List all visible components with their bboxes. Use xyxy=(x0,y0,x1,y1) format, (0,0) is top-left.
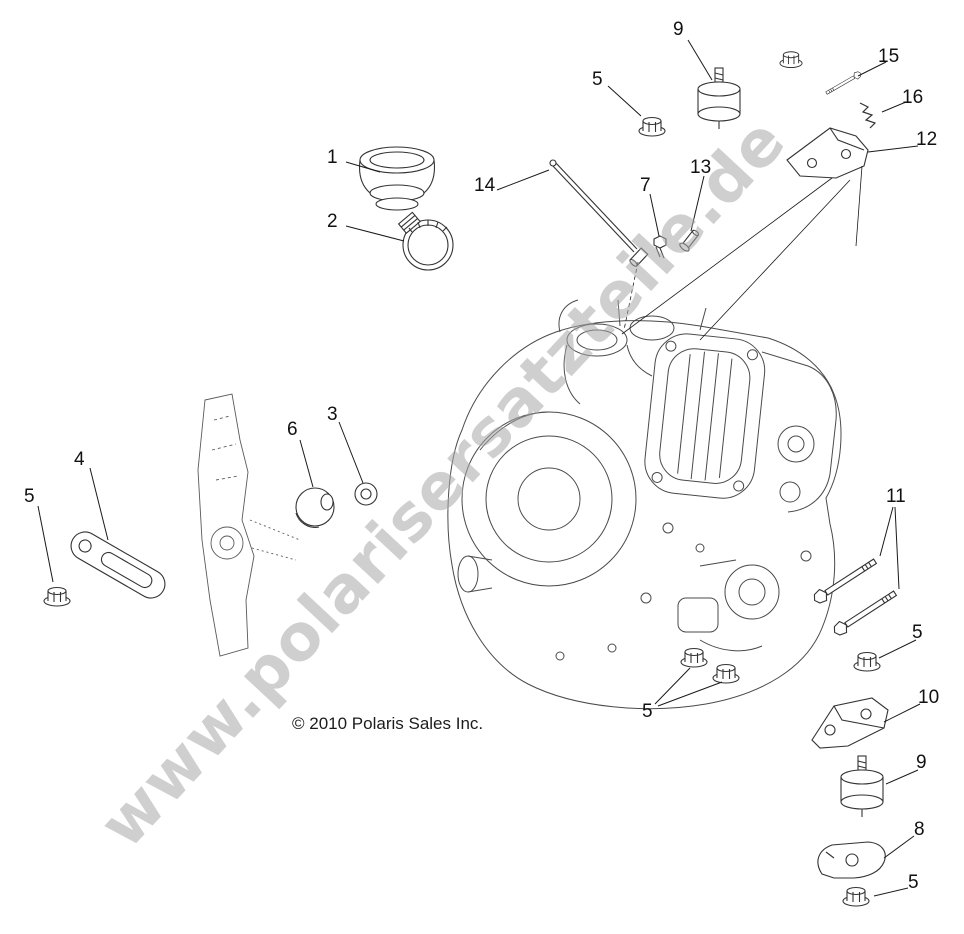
part-16-spring xyxy=(859,102,877,129)
callout-11: 11 xyxy=(886,486,906,507)
callout-7: 7 xyxy=(640,175,651,196)
part-5-nut-right xyxy=(853,651,881,672)
callout-8: 8 xyxy=(914,819,925,840)
part-10-bracket xyxy=(811,697,889,749)
callout-13: 13 xyxy=(690,157,712,178)
callout-1: 1 xyxy=(327,147,338,168)
part-7-bolt xyxy=(653,235,667,259)
part-6-mount xyxy=(295,487,335,528)
callout-14: 14 xyxy=(474,175,496,196)
part-5-nut-top xyxy=(638,116,666,137)
part-13-spacer xyxy=(679,229,700,252)
part-14-rod xyxy=(549,159,649,267)
part-4-bracket xyxy=(70,531,166,599)
callout-5-left: 5 xyxy=(24,486,35,507)
part-5-nut-bottom-a xyxy=(680,647,708,668)
callout-5-bottom-right: 5 xyxy=(908,872,919,893)
part-3-washer xyxy=(354,482,378,506)
leader-lines xyxy=(37,39,921,897)
part-12-bracket xyxy=(786,127,869,179)
part-1-intake-boot xyxy=(358,146,436,211)
callout-5-top: 5 xyxy=(592,69,603,90)
callout-12: 12 xyxy=(916,129,938,150)
part-5-nut-left xyxy=(43,586,71,607)
part-5-nut-bottom-right xyxy=(842,886,870,907)
part-15-bolt xyxy=(824,69,863,97)
callout-2: 2 xyxy=(327,211,338,232)
part-8-plate xyxy=(817,841,886,879)
part-11-bolts xyxy=(810,555,900,639)
engine-illustration xyxy=(447,299,842,710)
callout-5-right: 5 xyxy=(912,622,923,643)
callout-3: 3 xyxy=(327,404,338,425)
callout-9-bottom: 9 xyxy=(916,752,927,773)
part-9-nut-top xyxy=(779,51,803,68)
callout-16: 16 xyxy=(902,87,924,108)
frame-bracket-illustration xyxy=(197,393,301,657)
part-2-hose-clamp xyxy=(397,211,454,271)
callout-5-bottom-center: 5 xyxy=(642,701,653,722)
callout-4: 4 xyxy=(74,449,85,470)
callout-6: 6 xyxy=(287,419,298,440)
part-9-mount-bottom xyxy=(840,755,884,818)
callout-10: 10 xyxy=(918,687,940,708)
callout-15: 15 xyxy=(878,46,900,67)
callout-9-top: 9 xyxy=(673,19,684,40)
part-5-nut-bottom-b xyxy=(712,663,740,684)
part-9-mount-top xyxy=(697,51,803,130)
copyright-notice: © 2010 Polaris Sales Inc. xyxy=(292,714,484,733)
